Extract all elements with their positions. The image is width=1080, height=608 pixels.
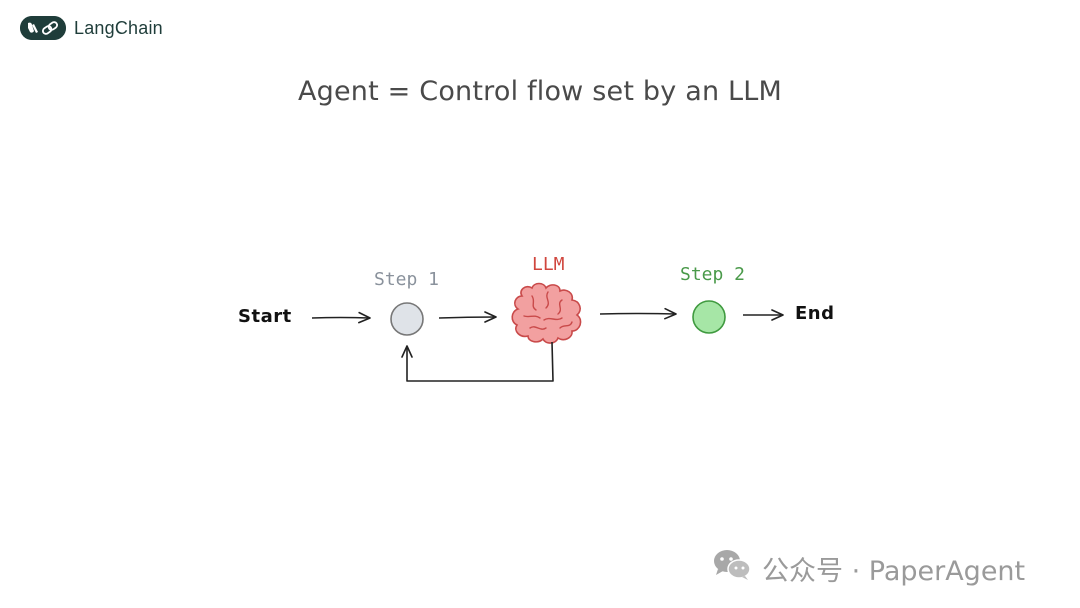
step2-label: Step 2 <box>680 264 746 285</box>
logo-text: LangChain <box>74 17 163 38</box>
langchain-badge-icon <box>20 16 66 40</box>
start-label: Start <box>238 306 292 327</box>
watermark-text: 公众号 · PaperAgent <box>762 556 1026 587</box>
loop-arrow-llm-to-step1 <box>401 341 554 382</box>
wechat-icon <box>712 548 752 589</box>
diagram-title: Agent = Control flow set by an LLM <box>297 76 783 107</box>
langchain-logo: LangChain <box>20 16 163 40</box>
step2-node <box>692 300 726 334</box>
brain-icon <box>511 282 582 344</box>
llm-label: LLM <box>532 254 565 275</box>
watermark: 公众号 · PaperAgent <box>712 548 1025 589</box>
arrow-start-to-step1 <box>311 311 371 324</box>
step1-node <box>390 302 424 336</box>
step1-label: Step 1 <box>374 269 440 290</box>
end-label: End <box>795 303 835 324</box>
arrow-llm-to-step2 <box>599 307 677 320</box>
arrow-step1-to-llm <box>438 311 497 323</box>
